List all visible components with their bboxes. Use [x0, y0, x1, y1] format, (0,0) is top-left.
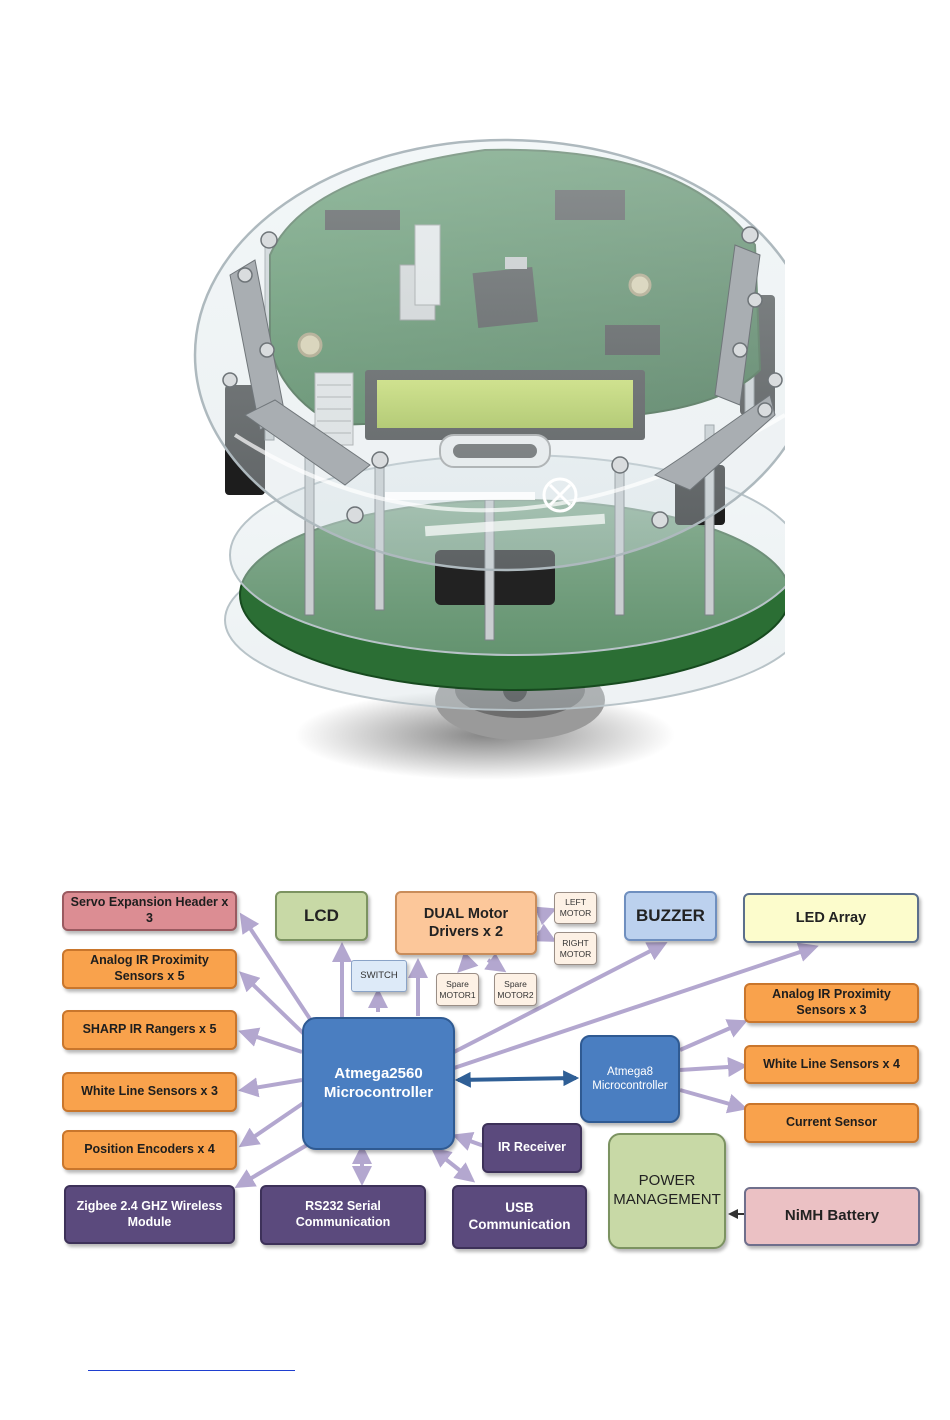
- spare-motor1-block: Spare MOTOR1: [436, 973, 479, 1006]
- left-motor-block: LEFT MOTOR: [554, 892, 597, 924]
- analog-ir-3-label: Analog IR Proximity Sensors x 3: [772, 987, 891, 1017]
- arrow-to-white-line-4: [679, 1057, 748, 1077]
- nimh-battery-block: NiMH Battery: [744, 1187, 920, 1246]
- arrow-to-led-array: [453, 942, 819, 1070]
- led-array-label: LED Array: [795, 909, 867, 926]
- analog-ir-5-label: Analog IR Proximity Sensors x 5: [90, 953, 209, 983]
- zigbee-block: Zigbee 2.4 GHZ Wireless Module: [64, 1185, 235, 1244]
- encoders-label: Position Encoders x 4: [84, 1142, 215, 1157]
- lcd-label: LCD: [304, 906, 339, 926]
- arrow-to-spare1: [457, 951, 479, 973]
- hyperlink-underline[interactable]: [88, 1370, 295, 1371]
- atmega2560-label: Atmega2560 Microcontroller: [323, 1064, 434, 1101]
- spare-motor2-block: Spare MOTOR2: [494, 973, 537, 1006]
- dual-motor-label: DUAL Motor Drivers x 2: [423, 905, 509, 940]
- robot-photo: [193, 138, 785, 780]
- buzzer-block: BUZZER: [624, 891, 717, 941]
- led-array-block: LED Array: [743, 893, 919, 943]
- switch-label: SWITCH: [360, 970, 398, 982]
- sharp-label: SHARP IR Rangers x 5: [82, 1022, 217, 1037]
- screws: [222, 226, 783, 529]
- right-motor-label: RIGHT MOTOR: [559, 937, 592, 959]
- block-diagram: Servo Expansion Header x 3 Analog IR Pro…: [0, 880, 950, 1260]
- power-management-block: POWER MANAGEMENT: [608, 1133, 726, 1249]
- switch-block: SWITCH: [351, 960, 407, 992]
- left-motor-label: LEFT MOTOR: [559, 897, 592, 918]
- power-management-label: POWER MANAGEMENT: [613, 1172, 721, 1208]
- nimh-battery-label: NiMH Battery: [784, 1207, 880, 1225]
- white-line-4-label: White Line Sensors x 4: [763, 1056, 900, 1071]
- arrow-from-ir-receiver: [452, 1131, 485, 1151]
- arrow-mcu-link: [454, 1070, 580, 1088]
- ir-receiver-block: IR Receiver: [482, 1123, 582, 1173]
- arrow-to-right-motor: [534, 923, 557, 942]
- arrow-to-servo: [239, 912, 314, 1024]
- white-line-3-block: White Line Sensors x 3: [62, 1072, 237, 1112]
- buzzer-label: BUZZER: [636, 906, 705, 926]
- spare-motor1-label: Spare MOTOR1: [439, 978, 476, 1000]
- usb-block: USB Communication: [452, 1185, 587, 1249]
- atmega2560-block: Atmega2560 Microcontroller: [302, 1017, 455, 1150]
- white-line-3-label: White Line Sensors x 3: [81, 1084, 218, 1099]
- dual-motor-block: DUAL Motor Drivers x 2: [395, 891, 537, 955]
- lcd-block: LCD: [275, 891, 368, 941]
- current-sensor-label: Current Sensor: [786, 1115, 877, 1130]
- spare-motor2-label: Spare MOTOR2: [497, 978, 534, 1000]
- right-motor-block: RIGHT MOTOR: [554, 932, 597, 965]
- arrow-to-analog-ir-5: [239, 971, 307, 1037]
- arrow-to-zigbee: [234, 1140, 314, 1189]
- arrow-usb: [430, 1147, 476, 1183]
- arrow-to-sharp: [238, 1027, 303, 1054]
- servo-label: Servo Expansion Header x 3: [70, 895, 229, 925]
- rs232-block: RS232 Serial Communication: [260, 1185, 426, 1245]
- usb-label: USB Communication: [468, 1200, 571, 1232]
- connector-arrows: [234, 906, 819, 1219]
- arrow-to-left-motor: [534, 906, 557, 926]
- ir-receiver-label: IR Receiver: [497, 1140, 567, 1155]
- rs232-label: RS232 Serial Communication: [295, 1199, 391, 1229]
- white-line-4-block: White Line Sensors x 4: [744, 1045, 919, 1084]
- analog-ir-5-block: Analog IR Proximity Sensors x 5: [62, 949, 237, 989]
- arrow-to-current-sensor: [679, 1088, 748, 1114]
- right-bracket: [714, 244, 761, 406]
- zigbee-label: Zigbee 2.4 GHZ Wireless Module: [76, 1198, 223, 1229]
- arrow-to-buzzer: [453, 942, 668, 1054]
- encoders-block: Position Encoders x 4: [62, 1130, 237, 1170]
- sharp-block: SHARP IR Rangers x 5: [62, 1010, 237, 1050]
- atmega8-block: Atmega8 Microcontroller: [580, 1035, 680, 1123]
- top-acrylic-plate: [193, 138, 785, 572]
- analog-ir-3-block: Analog IR Proximity Sensors x 3: [744, 983, 919, 1023]
- arrow-to-encoders: [238, 1100, 307, 1148]
- nex-robotics-logo: [385, 477, 606, 537]
- servo-block: Servo Expansion Header x 3: [62, 891, 237, 931]
- arrow-to-spare2: [484, 952, 507, 973]
- atmega8-label: Atmega8 Microcontroller: [592, 1065, 668, 1092]
- arrow-to-white-line-3: [238, 1077, 303, 1098]
- arrow-to-analog-ir-3: [679, 1019, 748, 1052]
- current-sensor-block: Current Sensor: [744, 1103, 919, 1143]
